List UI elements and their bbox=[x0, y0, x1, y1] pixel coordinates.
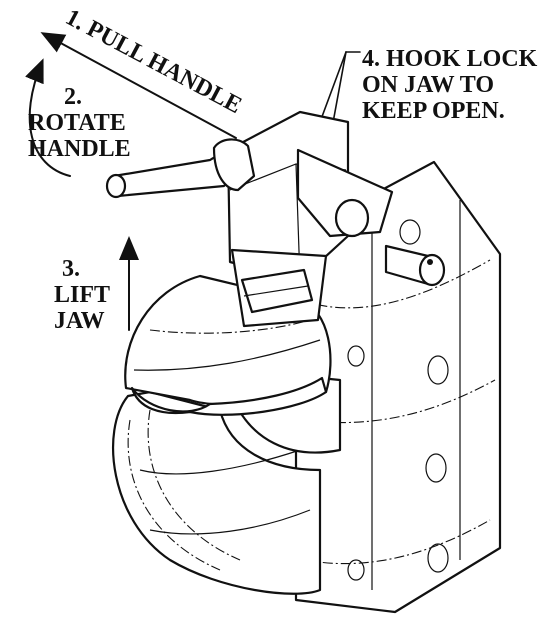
handle bbox=[105, 138, 256, 199]
svg-text:2.: 2. bbox=[64, 84, 82, 110]
latch-housing bbox=[226, 110, 394, 328]
svg-text:KEEP OPEN.: KEEP OPEN. bbox=[362, 98, 505, 124]
svg-text:JAW: JAW bbox=[54, 308, 105, 334]
svg-text:LIFT: LIFT bbox=[54, 282, 110, 308]
pull-handle-arrow bbox=[40, 32, 237, 139]
step3-label: 3. LIFT JAW bbox=[54, 256, 110, 334]
svg-text:ROTATE: ROTATE bbox=[28, 110, 126, 136]
rotate-handle-arrow bbox=[25, 58, 71, 177]
svg-text:HANDLE: HANDLE bbox=[28, 136, 131, 162]
pintle-hook bbox=[112, 370, 342, 595]
svg-text:3.: 3. bbox=[62, 256, 80, 282]
step2-label: 2. ROTATE HANDLE bbox=[28, 84, 131, 162]
hook-lock bbox=[240, 268, 314, 314]
svg-text:ON JAW TO: ON JAW TO bbox=[362, 72, 494, 98]
step1-label: 1. PULL HANDLE bbox=[61, 4, 246, 119]
retaining-pin bbox=[384, 244, 446, 287]
svg-text:4. HOOK LOCK: 4. HOOK LOCK bbox=[362, 46, 538, 72]
step4-label: 4. HOOK LOCK ON JAW TO KEEP OPEN. bbox=[362, 46, 538, 124]
